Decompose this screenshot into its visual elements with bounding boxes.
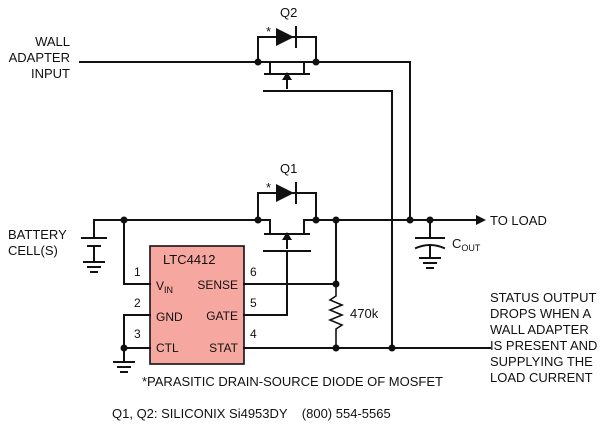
q2-drain <box>257 61 271 73</box>
q2-diode-wire <box>257 36 317 63</box>
ic-name: LTC4412 <box>163 252 216 267</box>
pin-number-3: 3 <box>134 327 141 341</box>
ic-pin-gate: GATE <box>206 309 238 323</box>
ic-body <box>149 245 245 365</box>
svg-text:INPUT: INPUT <box>31 66 70 81</box>
ic-pin-ctl: CTL <box>156 341 179 355</box>
q1-mosfet: Q1 * <box>254 161 320 252</box>
q1-body-arrow <box>282 232 292 240</box>
resistor-470k <box>327 284 345 348</box>
svg-text:WALL ADAPTER: WALL ADAPTER <box>490 322 589 337</box>
resistor-label: 470k <box>350 306 379 321</box>
gate-wire <box>243 250 288 316</box>
svg-text:IS PRESENT AND: IS PRESENT AND <box>490 338 597 353</box>
q2-asterisk: * <box>266 24 271 39</box>
svg-text:STATUS OUTPUT: STATUS OUTPUT <box>490 290 596 305</box>
svg-text:DROPS WHEN A: DROPS WHEN A <box>490 306 591 321</box>
pin-number-6: 6 <box>250 265 257 279</box>
q1-asterisk: * <box>266 180 271 195</box>
ic-pin-stat: STAT <box>209 341 239 355</box>
q2-diode-triangle <box>276 28 294 46</box>
pin-number-4: 4 <box>250 327 257 341</box>
ic-pin-vin: VIN <box>156 279 173 295</box>
q1-label: Q1 <box>280 161 297 176</box>
battery-symbol <box>81 219 107 273</box>
svg-text:CELL(S): CELL(S) <box>8 243 58 258</box>
q1-diode-triangle <box>276 184 294 202</box>
svg-text:LOAD CURRENT: LOAD CURRENT <box>490 370 593 385</box>
q2-junction-left <box>254 58 262 66</box>
cout-capacitor <box>414 219 446 269</box>
svg-text:SUPPLYING THE: SUPPLYING THE <box>490 354 593 369</box>
pin-number-1: 1 <box>134 265 141 279</box>
q2-junction-right <box>312 58 320 66</box>
pin-number-2: 2 <box>134 296 141 310</box>
ic-ground-symbol <box>113 347 135 373</box>
q2-mosfet: Q2 * <box>79 5 411 92</box>
q2-label: Q2 <box>280 5 297 20</box>
to-load-label: TO LOAD <box>490 213 547 228</box>
q1-source <box>303 219 317 233</box>
status-description: STATUS OUTPUT DROPS WHEN A WALL ADAPTER … <box>490 290 597 385</box>
q2-body-arrow <box>282 72 292 80</box>
junction-stat-q2 <box>388 344 396 352</box>
gnd-wire <box>123 314 151 349</box>
footnote-parts: Q1, Q2: SILICONIX Si4953DY (800) 554-556… <box>112 406 391 421</box>
q2-source <box>303 61 317 73</box>
wall-adapter-label: WALL ADAPTER INPUT <box>9 34 70 81</box>
svg-text:ADAPTER: ADAPTER <box>9 50 70 65</box>
vin-wire <box>123 219 151 285</box>
svg-text:WALL: WALL <box>35 34 70 49</box>
ic-pin-sense: SENSE <box>197 278 238 292</box>
cout-label: COUT <box>452 236 481 253</box>
to-load-arrow <box>476 215 486 225</box>
junction-wall <box>406 216 414 224</box>
svg-text:BATTERY: BATTERY <box>8 227 67 242</box>
footnote-parasitic: *PARASITIC DRAIN-SOURCE DIODE OF MOSFET <box>142 374 443 389</box>
battery-label: BATTERY CELL(S) <box>8 227 67 258</box>
q1-diode-wire <box>257 192 317 221</box>
pin-number-5: 5 <box>250 296 257 310</box>
ic-pin-gnd: GND <box>156 310 183 324</box>
q1-drain <box>257 219 271 233</box>
